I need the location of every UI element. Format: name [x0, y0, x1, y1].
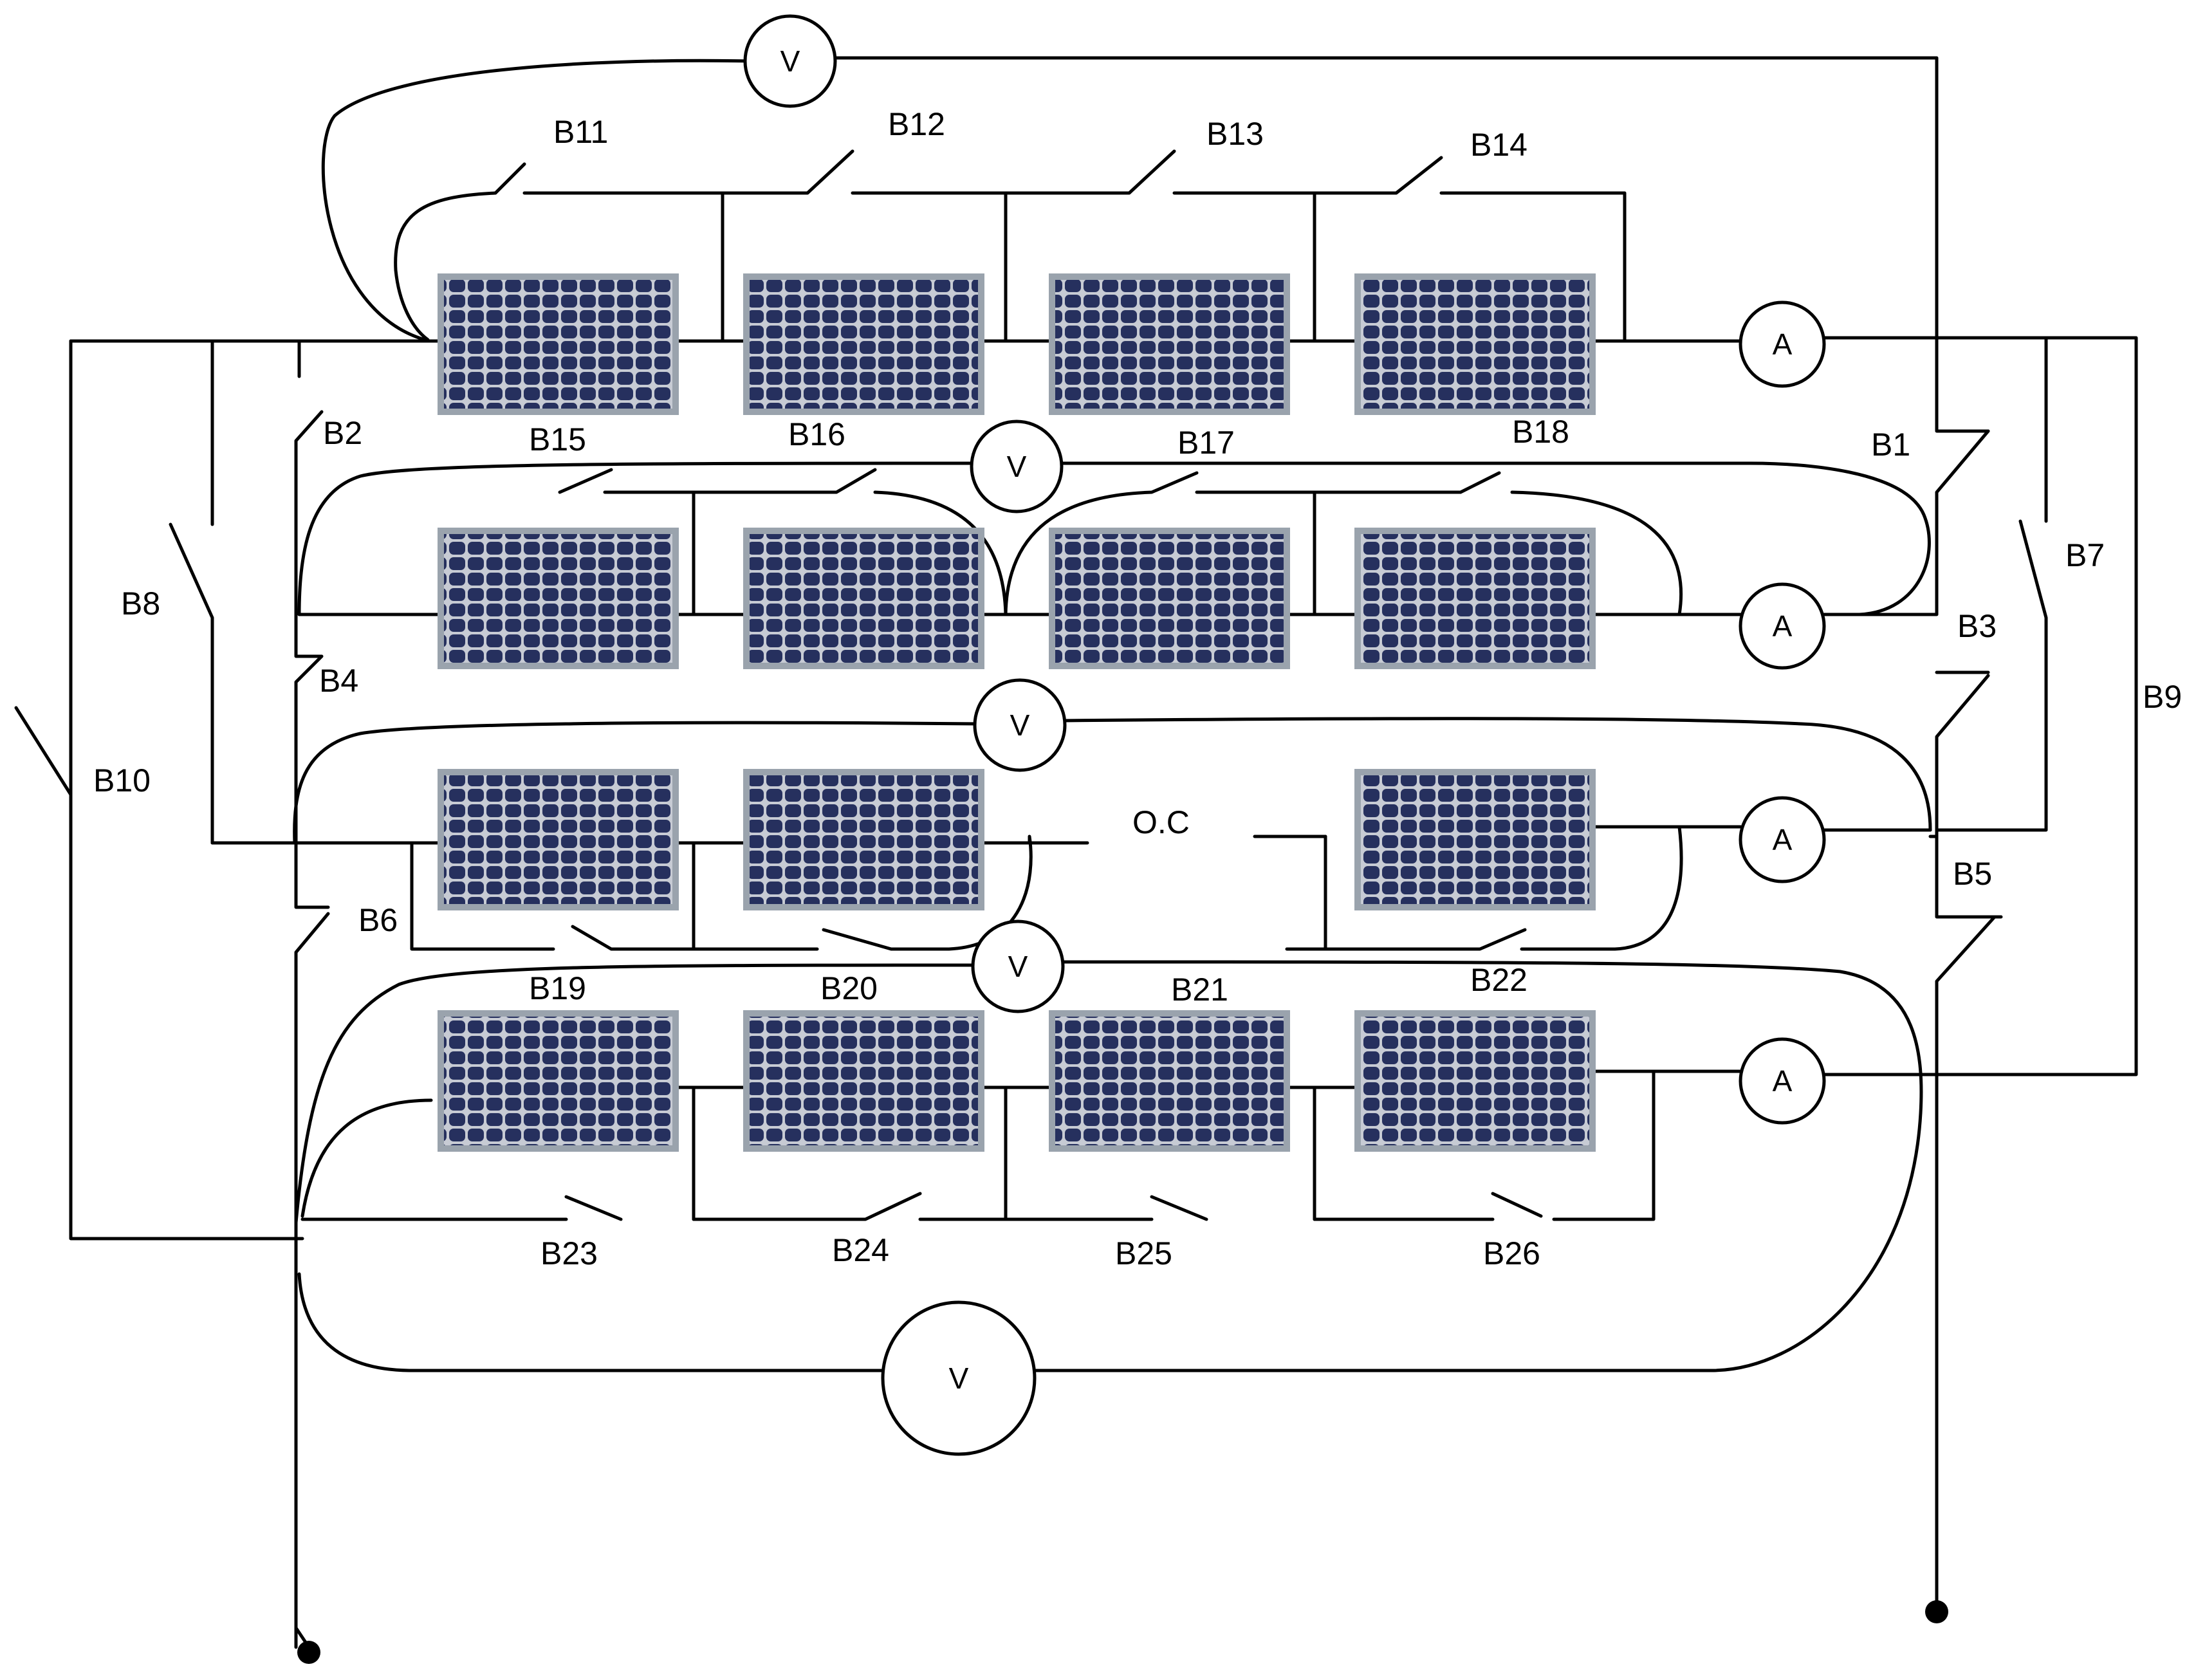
switch-label-b7: B7 [2065, 537, 2105, 573]
terminal-dot-icon [1925, 1600, 1948, 1623]
switch-label-b22: B22 [1470, 962, 1527, 998]
ammeter: A [1739, 796, 1826, 883]
svg-text:A: A [1773, 609, 1793, 643]
wiring [14, 56, 2138, 1649]
switch-label-b10: B10 [93, 762, 151, 798]
solar-panel-icon [743, 528, 984, 669]
switch-label-b11: B11 [553, 114, 608, 150]
switch-label-b26: B26 [1483, 1235, 1540, 1271]
solar-panel-icon [438, 528, 679, 669]
switch-label-b24: B24 [832, 1232, 889, 1268]
solar-panel-icon [1049, 1010, 1290, 1152]
solar-panel-icon [743, 1010, 984, 1152]
solar-panel-icon [1354, 528, 1596, 669]
switch-label-b15: B15 [529, 421, 586, 457]
switch-label-b21: B21 [1171, 972, 1228, 1008]
solar-panel-icon [1049, 273, 1290, 415]
ammeter: A [1739, 582, 1826, 670]
switch-label-b23: B23 [540, 1235, 598, 1271]
switch-label-b17: B17 [1177, 425, 1235, 461]
svg-text:A: A [1773, 328, 1793, 361]
switch-label-b9: B9 [2143, 679, 2182, 715]
switch-label-b16: B16 [788, 416, 845, 452]
switch-label-b20: B20 [820, 970, 878, 1006]
switch-label-b8: B8 [121, 586, 160, 622]
switch-label-b3: B3 [1957, 608, 1997, 644]
meters: V V V V V A A A A [743, 14, 1826, 1456]
solar-panel-icon [438, 273, 679, 415]
voltmeter: V [743, 14, 837, 108]
solar-panel-icon [1049, 528, 1290, 669]
svg-text:V: V [949, 1362, 969, 1395]
terminals [294, 1600, 1948, 1664]
svg-text:V: V [1010, 708, 1030, 742]
switch-label-b5: B5 [1953, 856, 1992, 892]
switch-label-b19: B19 [529, 970, 586, 1006]
ammeter: A [1739, 300, 1826, 388]
ammeter: A [1739, 1037, 1826, 1125]
switch-label-b1: B1 [1871, 427, 1910, 463]
solar-panels [438, 273, 1596, 1152]
voltmeter: V [881, 1300, 1037, 1456]
svg-text:A: A [1773, 823, 1793, 856]
solar-panel-icon [743, 273, 984, 415]
solar-panel-icon [1354, 273, 1596, 415]
voltmeter: V [973, 678, 1067, 772]
switch-label-b12: B12 [888, 106, 945, 142]
switch-label-b6: B6 [358, 902, 398, 938]
switch-labels: B1 B2 B3 B4 B5 B6 B7 B8 B9 B10 B11 B12 B… [93, 106, 2182, 1271]
switch-label-b2: B2 [323, 415, 362, 451]
switch-label-b25: B25 [1115, 1235, 1172, 1271]
solar-panel-icon [438, 769, 679, 910]
solar-panel-icon [438, 1010, 679, 1152]
svg-text:V: V [1007, 450, 1027, 483]
solar-panel-icon [743, 769, 984, 910]
switch-label-b4: B4 [319, 663, 358, 699]
svg-text:V: V [1008, 950, 1028, 983]
switch-label-b18: B18 [1512, 414, 1569, 450]
voltmeter: V [970, 420, 1064, 513]
solar-panel-icon [1354, 1010, 1596, 1152]
solar-panel-icon [1354, 769, 1596, 910]
svg-text:A: A [1773, 1064, 1793, 1098]
switch-label-b14: B14 [1470, 127, 1527, 163]
svg-text:V: V [780, 44, 800, 78]
switch-label-b13: B13 [1206, 116, 1264, 152]
voltmeter: V [971, 919, 1065, 1013]
terminal-dot-icon [297, 1641, 320, 1664]
open-circuit-label: O.C [1132, 804, 1190, 840]
